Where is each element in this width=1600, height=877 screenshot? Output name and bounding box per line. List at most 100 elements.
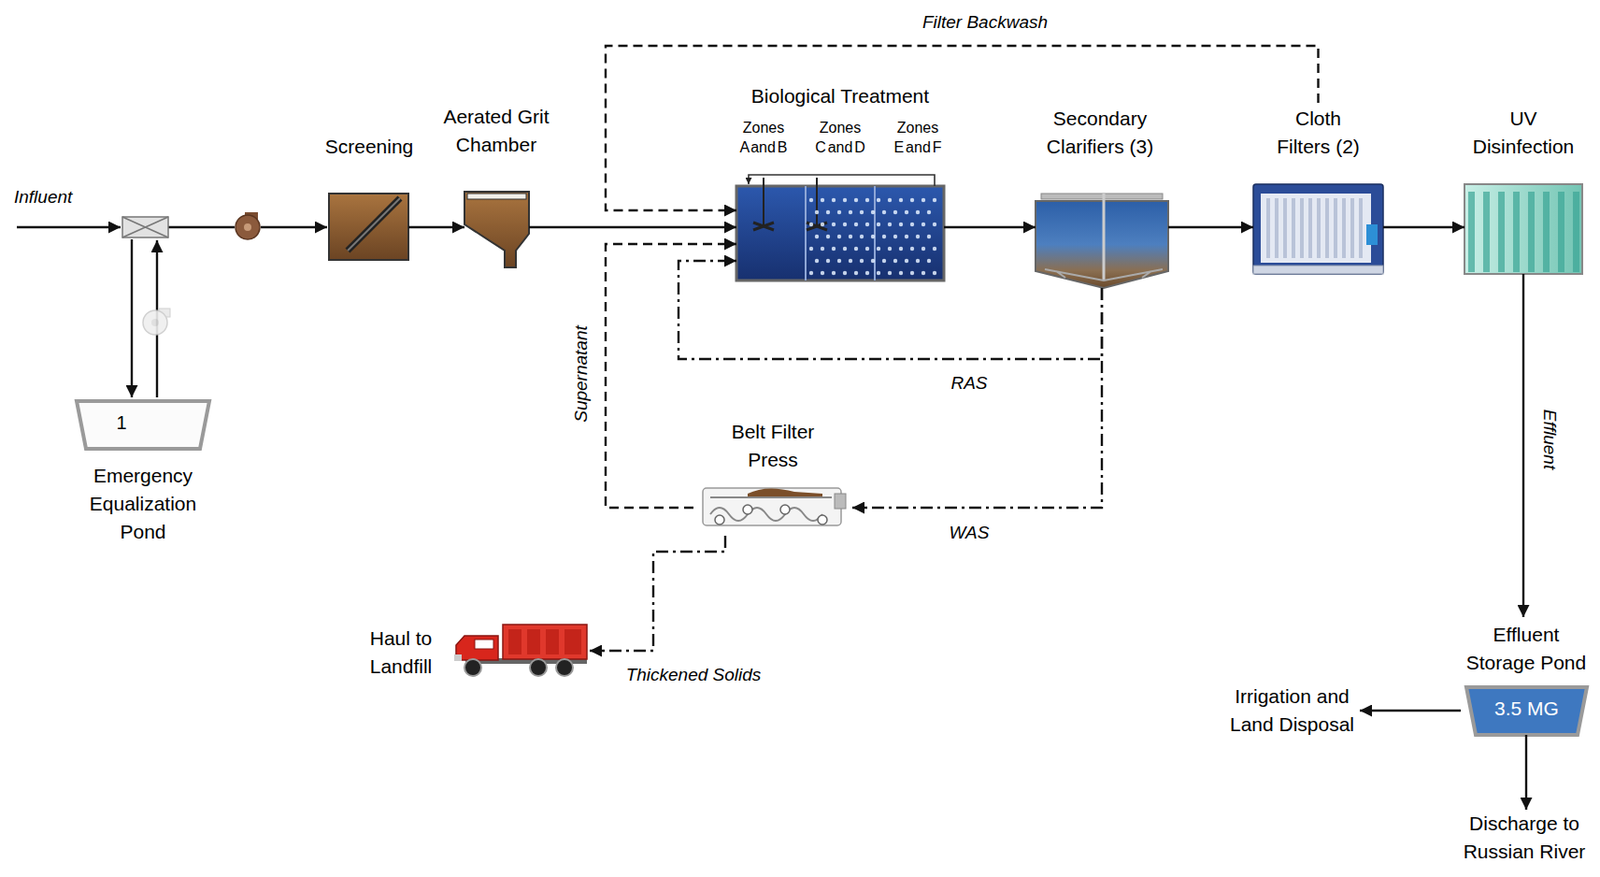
cloth-filter-part	[1260, 193, 1372, 263]
air-bubbles-part	[910, 222, 915, 227]
influent-pump	[235, 212, 260, 240]
air-bubbles-part	[854, 222, 858, 227]
storage-pond-part	[1466, 686, 1587, 735]
air-bubbles-part	[899, 246, 903, 251]
air-bubbles-part	[837, 210, 842, 215]
filter-discs-part	[1266, 198, 1271, 258]
air-bubbles-part	[932, 198, 937, 202]
belt-press-part	[747, 487, 823, 497]
influent-pump-part	[243, 223, 252, 231]
air-bubbles-part	[842, 271, 847, 275]
grit-chamber	[464, 191, 529, 268]
unit-label: Screening	[299, 132, 440, 161]
unit-label: Belt Filter Press	[719, 417, 828, 474]
filter-discs-part	[1350, 198, 1355, 258]
flow-connector	[528, 226, 737, 229]
return-pump	[142, 308, 171, 335]
air-bubbles-part	[899, 198, 903, 202]
screen-unit-part	[347, 198, 400, 251]
air-bubbles-part	[854, 198, 858, 202]
clarifier-part	[1041, 193, 1163, 200]
belt-press-part	[710, 497, 832, 521]
filter-discs-part	[1316, 198, 1321, 258]
air-bubbles-part	[871, 210, 875, 215]
flow-connector	[678, 260, 1102, 359]
air-bubbles-part	[871, 234, 875, 239]
air-bubbles-part	[814, 210, 819, 215]
return-pump-part	[142, 310, 168, 335]
unit-label: Secondary Clarifiers (3)	[1029, 104, 1171, 161]
process-unit: Belt Filter Press	[693, 479, 853, 536]
air-bubbles-part	[837, 258, 842, 263]
unit-label: Zones C and D	[814, 117, 867, 158]
air-bubbles-part	[831, 271, 836, 275]
unit-label: Biological Treatment	[714, 82, 967, 111]
air-bubbles-part	[865, 198, 870, 202]
unit-label: Cloth Filters (2)	[1271, 104, 1366, 161]
filter-discs-part	[1300, 198, 1304, 258]
influent-line-part	[16, 226, 121, 229]
air-bubbles-part	[826, 234, 830, 239]
air-bubbles-part	[842, 246, 847, 251]
aeration-basin-part	[736, 185, 944, 281]
belt-press-part	[834, 493, 846, 509]
unit-label: Zones E and F	[891, 117, 944, 158]
dump-truck-part	[556, 658, 573, 676]
process-unit: Aerated Grit Chamber	[464, 191, 529, 268]
air-bubbles-part	[893, 234, 898, 239]
air-bubbles-part	[887, 246, 892, 251]
air-bubbles-part	[865, 271, 870, 275]
filter-discs-part	[1274, 198, 1279, 258]
filter-discs	[1268, 198, 1361, 258]
influent-line-part	[130, 239, 133, 398]
air-bubbles-part	[904, 234, 909, 239]
uv-channel-part	[1464, 184, 1583, 274]
grit-chamber-part	[464, 191, 529, 268]
air-bubbles-part	[887, 222, 892, 227]
influent-pump-part	[235, 214, 260, 240]
air-bubbles-part	[904, 210, 909, 215]
air-bubbles-part	[899, 222, 903, 227]
air-bubbles-part	[876, 271, 881, 275]
unit-label: Emergency Equalization Pond	[77, 461, 209, 546]
air-bubbles-part	[910, 246, 915, 251]
aeration-basin-part	[815, 177, 818, 227]
aeration-basin-part	[753, 222, 774, 230]
air-bubbles-part	[921, 246, 926, 251]
screen-unit	[328, 193, 409, 260]
belt-press-part	[714, 514, 725, 525]
belt-press-part	[780, 504, 790, 515]
splitter-box	[122, 216, 169, 238]
equalization-pond	[76, 400, 210, 449]
process-unit: Screening	[328, 193, 409, 260]
equalization-pond-part	[76, 400, 210, 449]
flow-connector	[1525, 734, 1528, 810]
flow-label: WAS	[946, 521, 993, 544]
dump-truck	[454, 624, 587, 676]
cloth-filter-part	[1253, 184, 1384, 274]
cloth-filter-part	[1366, 224, 1378, 245]
air-bubbles-part	[876, 222, 881, 227]
air-bubbles-part	[876, 198, 881, 202]
filter-discs-part	[1333, 198, 1338, 258]
filter-discs-part	[1291, 198, 1296, 258]
air-bubbles-part	[859, 258, 864, 263]
filter-discs-part	[1342, 198, 1346, 258]
splitter-box-part	[122, 216, 169, 238]
dump-truck-part	[474, 639, 494, 649]
flow-connector	[1383, 226, 1465, 229]
dump-truck-part	[527, 628, 541, 655]
air-bubbles-part	[893, 258, 898, 263]
air-bubbles-part	[809, 222, 814, 227]
air-bubbles-part	[932, 246, 937, 251]
flow-label: Influent	[11, 185, 75, 209]
air-bubbles-part	[876, 246, 881, 251]
dump-truck-part	[456, 635, 499, 660]
air-bubbles-part	[915, 210, 920, 215]
process-unit: Irrigation and Land Disposal	[1224, 682, 1360, 739]
clarifier	[1035, 193, 1169, 288]
flow-connector	[943, 226, 1036, 229]
air-bubbles-part	[927, 210, 931, 215]
air-bubbles-part	[848, 210, 853, 215]
